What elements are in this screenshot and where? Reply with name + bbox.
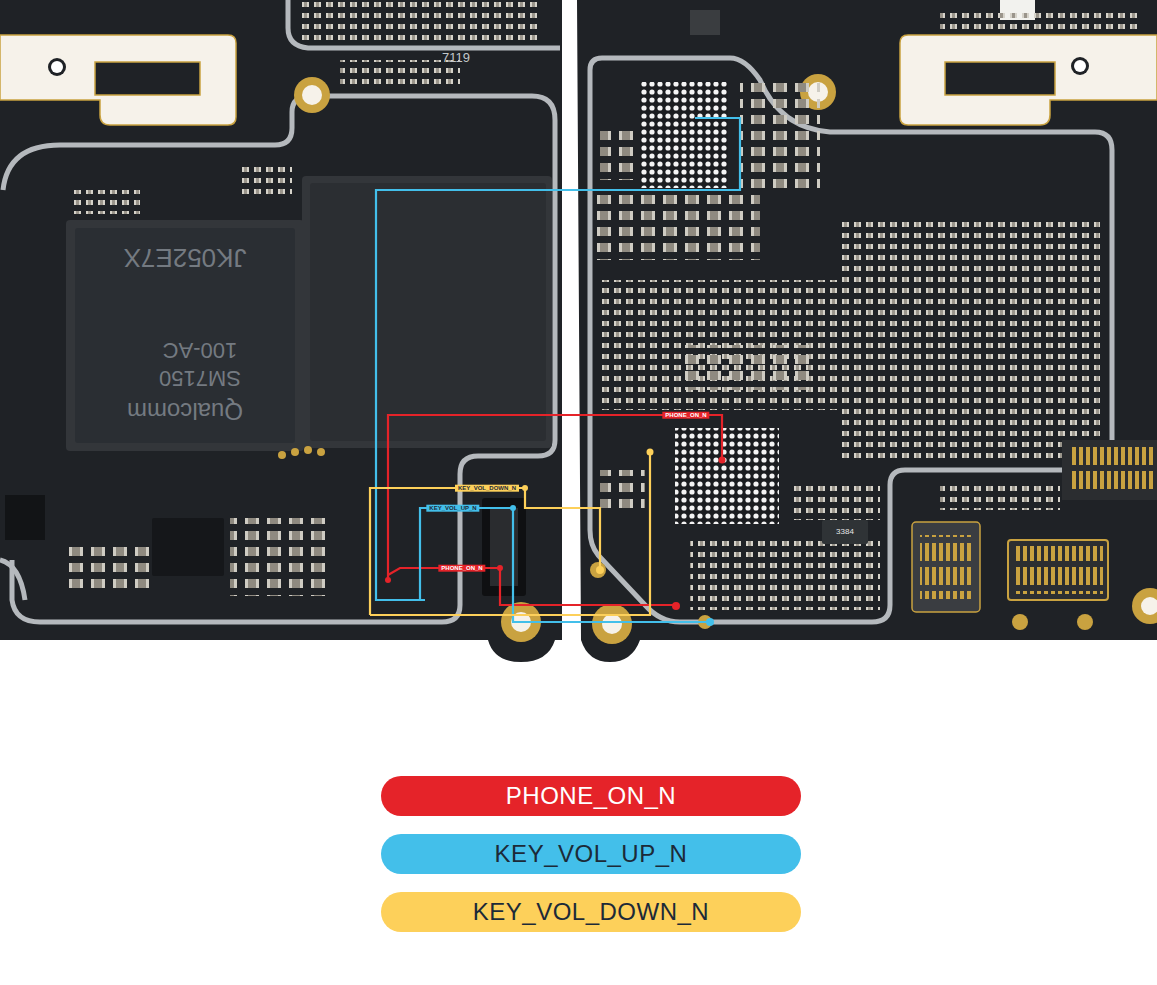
- capacitor-field: [600, 470, 645, 510]
- right-board: [577, 0, 1157, 662]
- shield-frame: [3, 96, 555, 622]
- capacitor-field: [940, 10, 1140, 30]
- mounting-hole: [602, 614, 622, 634]
- left-board: [0, 0, 562, 662]
- trace-end: [385, 577, 391, 583]
- signal-label: KEY_VOL_UP_N: [426, 505, 479, 512]
- screw-hole: [48, 58, 66, 76]
- capacitor-field: [230, 518, 330, 596]
- capacitor-field: [598, 280, 838, 410]
- board-connector: [1008, 540, 1108, 600]
- trace-phone-on: [388, 415, 722, 605]
- memory-chip: [310, 183, 546, 441]
- capacitor-field: [590, 190, 760, 260]
- memory-package: [302, 176, 552, 448]
- trace-end: [647, 449, 654, 456]
- signal-label: PHONE_ON_N: [662, 412, 709, 419]
- board-connector-pins: [1070, 446, 1154, 494]
- pcb-photo: [0, 0, 1157, 665]
- test-pad: [590, 562, 606, 578]
- trace-end: [510, 505, 516, 511]
- shield-frame: [0, 560, 25, 600]
- board-slot: [900, 35, 1157, 125]
- legend-swatch: KEY_VOL_UP_N: [381, 834, 801, 874]
- capacitor-field: [62, 545, 152, 595]
- part-marking: JK052E7X: [124, 244, 247, 273]
- test-pad: [304, 446, 312, 454]
- soc-package: [66, 220, 304, 451]
- signal-label: PHONE_ON_N: [438, 565, 485, 572]
- test-pad: [317, 448, 325, 456]
- shield-frame: [288, 0, 560, 48]
- bga-footprint: [640, 82, 728, 188]
- trace-end: [672, 602, 680, 610]
- board-connector-pins: [1015, 546, 1103, 594]
- capacitor-field: [680, 345, 810, 390]
- trace: [376, 118, 740, 600]
- capacitor-field: [790, 480, 880, 520]
- trace: [370, 450, 650, 615]
- trace-end: [719, 457, 726, 464]
- legend-text: KEY_VOL_DOWN_N: [473, 898, 709, 926]
- screw-hole: [51, 61, 63, 73]
- trace-vol-down: [370, 450, 650, 615]
- board-connector: [1062, 440, 1157, 500]
- trace-end: [596, 566, 604, 574]
- capacitor-field: [840, 220, 1100, 460]
- mounting-hole: [592, 604, 632, 644]
- soc-chip: [75, 228, 295, 443]
- capacitor-field: [940, 480, 1060, 510]
- trace-end: [497, 565, 503, 571]
- part-marking: 100-AC: [163, 338, 238, 362]
- shield-frame: [590, 58, 1112, 622]
- mounting-hole: [1132, 588, 1157, 624]
- capacitor-field: [240, 165, 292, 200]
- legend-text: KEY_VOL_UP_N: [495, 840, 688, 868]
- ic-chip: [152, 518, 224, 576]
- component: [822, 520, 868, 544]
- test-pad: [1012, 614, 1028, 630]
- trace: [388, 415, 722, 580]
- ic-chip: [690, 10, 720, 35]
- part-marking: 3384: [836, 528, 854, 537]
- key-connector: [482, 498, 526, 596]
- part-marking: Qualcomm: [127, 398, 243, 424]
- trace-end: [706, 618, 714, 626]
- trace: [420, 508, 710, 622]
- mounting-hole: [1141, 597, 1157, 615]
- mounting-hole: [294, 77, 330, 113]
- board-slot: [0, 35, 236, 125]
- trace-vol-up: [376, 118, 740, 622]
- mounting-hole: [302, 85, 322, 105]
- legend-swatch: KEY_VOL_DOWN_N: [381, 892, 801, 932]
- test-pad: [278, 451, 286, 459]
- legend-text: PHONE_ON_N: [506, 782, 676, 810]
- part-marking: SM7150: [159, 366, 241, 390]
- part-marking: 7119: [442, 51, 470, 65]
- ic-chip: [5, 495, 45, 540]
- screw-hole: [1074, 60, 1086, 72]
- shield-frame: [0, 0, 1112, 622]
- capacitor-field: [340, 60, 460, 90]
- capacitor-field: [600, 130, 634, 180]
- capacitor-field: [70, 190, 140, 214]
- test-pad: [1077, 614, 1093, 630]
- screw-hole: [1071, 57, 1089, 75]
- trace: [370, 488, 600, 615]
- board-connector: [912, 522, 980, 612]
- test-pad: [291, 448, 299, 456]
- capacitor-field: [740, 80, 820, 190]
- capacitor-field: [300, 0, 540, 40]
- signal-label: KEY_VOL_DOWN_N: [455, 485, 519, 492]
- bga-footprint: [675, 428, 779, 524]
- trace-end: [522, 485, 528, 491]
- board-connector-pins: [920, 535, 972, 599]
- legend-swatch: PHONE_ON_N: [381, 776, 801, 816]
- capacitor-field: [690, 540, 880, 610]
